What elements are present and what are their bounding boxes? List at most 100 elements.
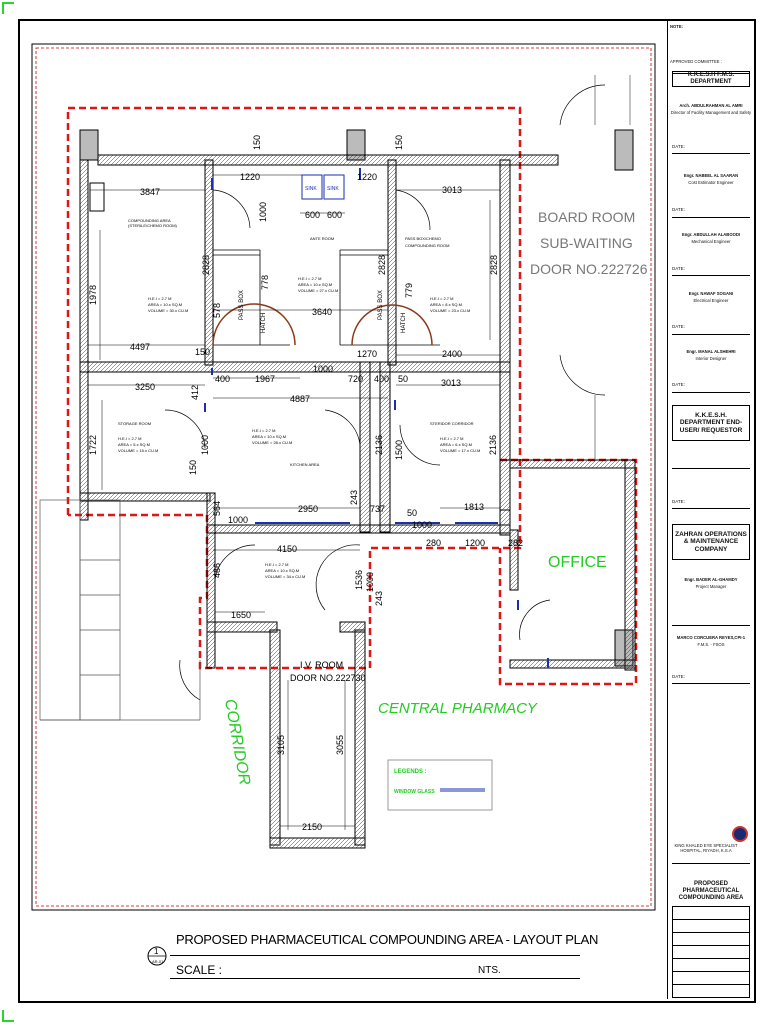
svg-text:KITCHEN AREA: KITCHEN AREA [290,462,320,467]
svg-text:779: 779 [404,283,414,298]
svg-text:H.E.I = 2.7 M: H.E.I = 2.7 M [252,428,275,433]
svg-text:778: 778 [260,275,270,290]
svg-text:H.E.I = 2.7 M: H.E.I = 2.7 M [430,296,453,301]
svg-text:600: 600 [305,210,320,220]
corridor-label: CORRIDOR [221,698,253,787]
date-label: DATE: [672,499,685,504]
svg-text:PASS BOX/CHEMO: PASS BOX/CHEMO [405,236,441,241]
sink-label: SINK [305,186,317,192]
svg-text:280: 280 [426,538,441,548]
signatory-role: Interior Designer [695,356,727,361]
board-room-label-2: SUB-WAITING [540,235,633,251]
svg-text:412: 412 [190,385,200,400]
sink [323,174,345,200]
svg-text:AREA = 10.x SQ.M: AREA = 10.x SQ.M [265,568,299,573]
svg-text:1000: 1000 [258,202,268,222]
signatory-role: Mechanical Engineer [691,239,731,244]
svg-text:H.E.I = 2.7 M: H.E.I = 2.7 M [298,276,321,281]
svg-text:1813: 1813 [464,502,484,512]
svg-text:150: 150 [252,135,262,150]
svg-text:AREA = 10.x SQ.M: AREA = 10.x SQ.M [148,302,182,307]
svg-text:3013: 3013 [441,378,461,388]
svg-text:150: 150 [188,460,198,475]
svg-text:H.E.I = 2.7 M: H.E.I = 2.7 M [440,436,463,441]
svg-text:1650: 1650 [231,610,251,620]
svg-text:COMPOUNDING AREA: COMPOUNDING AREA [128,218,171,223]
notes-label: NOTE: [670,24,684,29]
date-label: DATE: [672,207,685,212]
svg-text:400: 400 [374,374,389,384]
svg-text:PASS BOX: PASS BOX [378,290,384,320]
svg-text:737: 737 [370,504,385,514]
svg-text:1500: 1500 [394,440,404,460]
svg-text:564: 564 [212,501,222,516]
signatory-name: Engr. MANAL ALSHEHRI [686,349,736,354]
svg-text:4887: 4887 [290,394,310,404]
svg-text:400: 400 [215,374,230,384]
drawing-frame [31,43,656,911]
svg-text:2136: 2136 [488,435,498,455]
svg-text:VOLUME = 28.x CU.M: VOLUME = 28.x CU.M [252,440,292,445]
board-room-label-3: DOOR NO.222726 [530,261,648,277]
sheet-corner-mark [2,1010,14,1022]
company-signatory-role: Project Manager [695,584,727,589]
sink-label: SINK [327,186,339,192]
date-label: DATE: [672,266,685,271]
column [79,129,99,161]
svg-text:1000: 1000 [412,520,432,530]
signatory-role: Cost Estimator Engineer [688,180,734,185]
svg-text:2400: 2400 [442,349,462,359]
svg-text:VOLUME = 15.x CU.M: VOLUME = 15.x CU.M [118,448,158,453]
svg-text:3250: 3250 [135,382,155,392]
svg-text:VOLUME = 34.x CU.M: VOLUME = 34.x CU.M [265,574,305,579]
svg-text:150: 150 [394,135,404,150]
svg-text:2828: 2828 [201,255,211,275]
column [89,182,105,212]
board-room-label-1: BOARD ROOM [538,209,635,225]
svg-text:STERIDOR CORRIDOR: STERIDOR CORRIDOR [430,421,474,426]
hospital-logo [732,826,748,842]
svg-text:1978: 1978 [88,285,98,305]
date-label: DATE: [672,674,685,679]
sink [301,174,323,200]
drawing-sheet-border [18,19,756,1003]
svg-text:1220: 1220 [357,172,377,182]
svg-text:VOLUME = 23.x CU.M: VOLUME = 23.x CU.M [430,308,470,313]
scale-underline [170,978,580,979]
sheet-corner-mark [2,2,14,14]
svg-text:H.E.I = 2.7 M: H.E.I = 2.7 M [265,562,288,567]
svg-text:2136: 2136 [374,435,384,455]
svg-text:1220: 1220 [240,172,260,182]
svg-text:AREA = 8.x SQ.M: AREA = 8.x SQ.M [430,302,462,307]
scale-label: SCALE : [176,963,223,977]
svg-text:AREA = 6.x SQ.M: AREA = 6.x SQ.M [440,442,472,447]
svg-text:3105: 3105 [276,735,286,755]
svg-text:COMPOUNDING ROOM: COMPOUNDING ROOM [405,243,449,248]
marker-number: 1 [154,947,159,956]
svg-text:243: 243 [374,591,384,606]
svg-text:1536: 1536 [354,570,364,590]
svg-text:600: 600 [327,210,342,220]
svg-text:578: 578 [212,303,222,318]
svg-text:1967: 1967 [255,374,275,384]
dimension-labels: 3847 1220 1220 3013 1978 2828 578 778 10… [88,135,523,832]
drawing-title: PROPOSED PHARMACEUTICAL COMPOUNDING AREA… [176,932,599,947]
svg-text:243: 243 [349,490,359,505]
svg-text:AREA = 10.x SQ.M: AREA = 10.x SQ.M [252,434,286,439]
svg-text:1722: 1722 [88,435,98,455]
department-header: K.K.E.S.H F.M.S. DEPARTMENT [672,71,750,87]
central-pharmacy-label: CENTRAL PHARMACY [378,700,538,717]
date-label: DATE: [672,382,685,387]
svg-text:2828: 2828 [377,255,387,275]
iv-room-label-1: I.V. ROOM [300,660,343,670]
date-label: DATE: [672,324,685,329]
svg-text:STORAGE ROOM: STORAGE ROOM [118,421,151,426]
end-user-header: K.K.E.S.H. DEPARTMENT END-USER/ REQUESTO… [672,405,750,441]
date-label: DATE: [672,144,685,149]
signatory-name: Engr. NAWAF SOGANI [688,291,734,296]
svg-text:1000: 1000 [200,435,210,455]
svg-text:2828: 2828 [489,255,499,275]
title-block-grid [672,906,750,998]
svg-text:VOLUME = 30.x CU.M: VOLUME = 30.x CU.M [148,308,188,313]
drawing-title-block: PROPOSED PHARMACEUTICAL COMPOUNDING AREA [678,881,744,902]
